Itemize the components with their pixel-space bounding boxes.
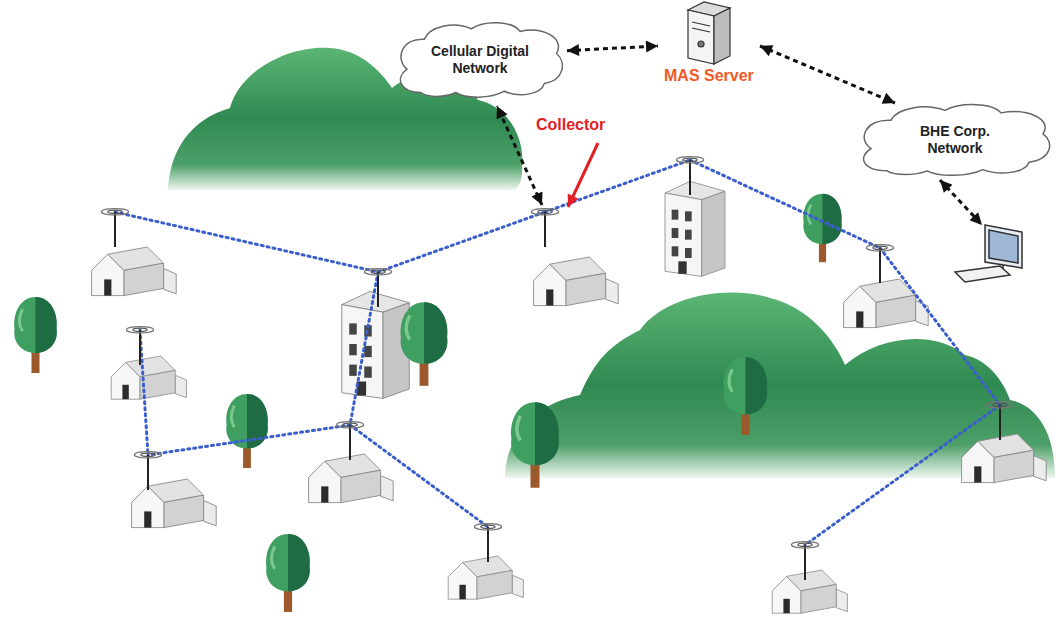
antenna <box>364 269 391 307</box>
node-text-block: BHE Corp. Network <box>909 123 1001 157</box>
house <box>772 570 847 613</box>
mesh-link <box>545 160 690 212</box>
dotted-connector <box>760 46 895 103</box>
cloud-shape <box>864 105 1050 176</box>
node-text-block: Cellular Digital Network <box>421 43 539 77</box>
building <box>665 181 725 276</box>
antenna <box>986 402 1013 440</box>
house <box>309 454 394 503</box>
mesh-link <box>140 330 148 455</box>
house <box>844 279 929 328</box>
tree <box>724 357 768 435</box>
node-label: BHE Corp. Network <box>909 123 1001 157</box>
mesh-link <box>805 405 1000 545</box>
mesh-link <box>350 425 488 527</box>
server-icon <box>688 2 730 64</box>
dotted-connector <box>567 46 658 51</box>
antenna <box>336 422 363 460</box>
network-cloud: Cellular Digital Network <box>393 21 567 99</box>
building <box>342 292 410 399</box>
mesh-link <box>350 272 378 425</box>
tree <box>226 394 268 468</box>
workstation-link <box>940 180 982 225</box>
mesh-link <box>690 160 880 248</box>
mesh-link <box>115 212 378 272</box>
tree <box>511 402 559 488</box>
uplink-arrow <box>497 106 542 205</box>
house <box>132 479 217 528</box>
antenna <box>474 524 501 562</box>
mesh-link <box>148 425 350 455</box>
node-label: MAS Server <box>664 66 754 85</box>
antenna <box>101 209 128 247</box>
tree <box>14 297 57 373</box>
callout-leader <box>568 143 598 207</box>
collector-house <box>534 257 619 306</box>
network-cloud: BHE Corp. Network <box>855 103 1055 177</box>
house <box>448 556 523 599</box>
antenna <box>134 452 161 490</box>
house <box>92 247 177 296</box>
antenna <box>866 245 893 283</box>
house <box>962 434 1047 483</box>
node-text-block: MAS Server <box>664 66 754 85</box>
mesh-link <box>378 212 545 272</box>
node-label: Cellular Digital Network <box>421 43 539 77</box>
antenna <box>126 327 153 365</box>
server-node: MAS Server <box>658 2 760 90</box>
antenna <box>791 542 818 580</box>
cloud-shape <box>400 23 562 98</box>
callout-label: Collector <box>536 116 605 134</box>
computer-icon <box>955 225 1022 282</box>
tree <box>266 534 310 612</box>
antenna <box>676 157 703 195</box>
tree <box>401 302 448 386</box>
antenna <box>531 209 558 247</box>
house <box>111 356 186 399</box>
